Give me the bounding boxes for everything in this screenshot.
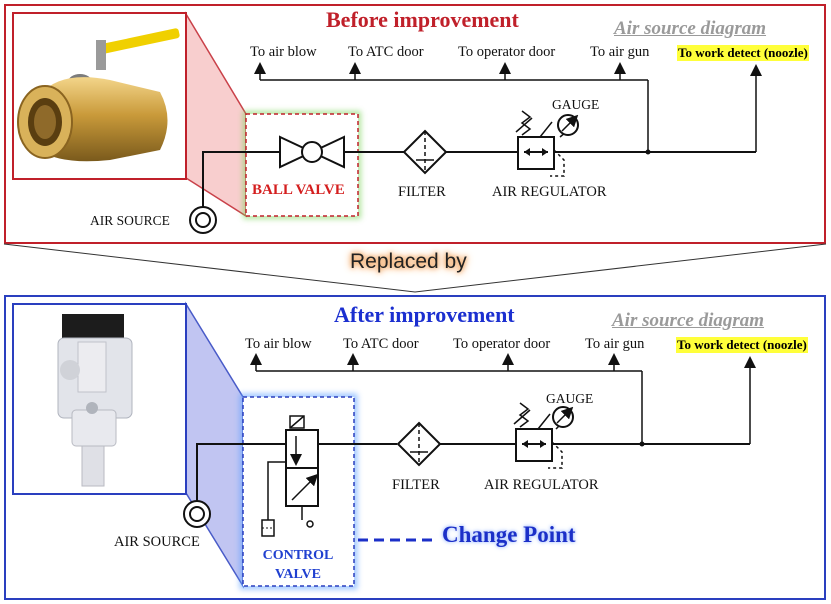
after-control-valve-line2: VALVE <box>275 567 321 582</box>
solenoid-valve-symbol-icon <box>261 415 319 537</box>
regulator-symbol-icon <box>515 110 565 177</box>
before-panel <box>4 4 826 244</box>
after-outlet-air-blow: To air blow <box>245 336 312 352</box>
solenoid-valve-photo-icon <box>12 303 187 495</box>
gauge-symbol-icon-after <box>552 406 574 430</box>
before-outlet-air-blow: To air blow <box>250 44 317 60</box>
before-outlet-operator-door: To operator door <box>458 44 556 60</box>
after-outlet-air-gun: To air gun <box>585 336 645 352</box>
before-title: Before improvement <box>326 7 519 32</box>
after-control-valve-line1: CONTROL <box>262 548 334 563</box>
after-title: After improvement <box>334 302 515 327</box>
after-panel <box>4 295 826 600</box>
regulator-symbol-icon-after <box>513 402 563 469</box>
before-gauge-label: GAUGE <box>552 97 600 112</box>
before-outlet-work-detect: To work detect (noozle) <box>677 45 809 61</box>
air-source-symbol-icon <box>189 206 217 234</box>
before-outlet-air-gun: To air gun <box>590 44 650 60</box>
after-outlet-atc-door: To ATC door <box>343 336 419 352</box>
replaced-by-label: Replaced by <box>350 250 467 273</box>
air-source-symbol-icon-after <box>183 500 211 528</box>
before-subtitle: Air source diagram <box>614 18 767 39</box>
after-regulator-label: AIR REGULATOR <box>484 477 599 493</box>
after-subtitle: Air source diagram <box>612 310 765 331</box>
filter-symbol-icon <box>402 129 448 175</box>
ball-valve-symbol-icon <box>279 135 345 169</box>
before-filter-label: FILTER <box>398 184 446 200</box>
after-outlet-work-detect: To work detect (noozle) <box>676 337 808 353</box>
after-gauge-label: GAUGE <box>546 391 594 406</box>
before-outlet-atc-door: To ATC door <box>348 44 424 60</box>
after-air-source-label: AIR SOURCE <box>114 534 200 550</box>
after-outlet-operator-door: To operator door <box>453 336 551 352</box>
filter-symbol-icon-after <box>396 421 442 467</box>
ball-valve-photo-icon <box>12 12 187 180</box>
gauge-symbol-icon <box>557 114 579 138</box>
after-control-valve-label: CONTROL VALVE <box>248 546 348 584</box>
after-filter-label: FILTER <box>392 477 440 493</box>
before-regulator-label: AIR REGULATOR <box>492 184 607 200</box>
change-point-label: Change Point <box>442 522 576 547</box>
before-air-source-label: AIR SOURCE <box>90 213 170 228</box>
before-ball-valve-label: BALL VALVE <box>252 182 345 198</box>
